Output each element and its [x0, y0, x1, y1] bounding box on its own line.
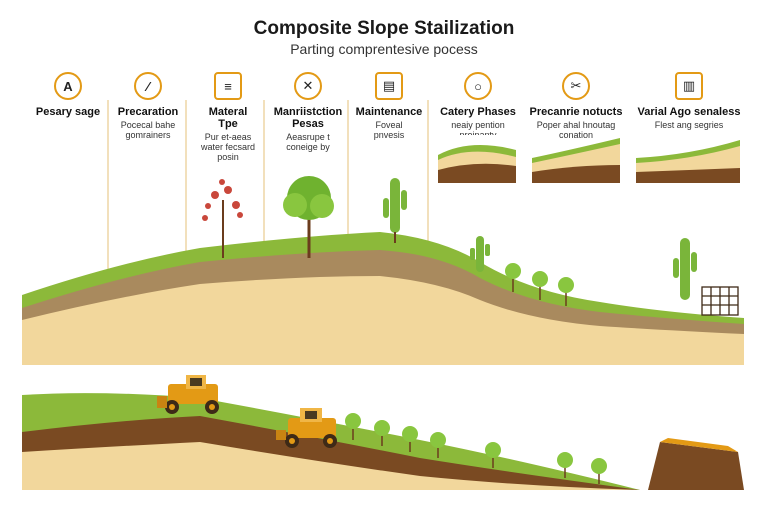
cross-section-thumb-2: [532, 138, 620, 183]
diagram-subtitle: Parting comprentesive pocess: [290, 41, 478, 57]
cross-section-thumb-3: [636, 140, 740, 183]
scissors-icon: ✂: [562, 72, 590, 100]
stage-varial-ago: ▥ Varial Ago senaless Flest ang segries: [630, 72, 748, 130]
columns-icon: ▥: [675, 72, 703, 100]
stage-desc: Aeasrupe t coneige by: [286, 132, 330, 152]
stage-label: Maintenance: [355, 106, 423, 118]
sapling-row: [345, 413, 607, 484]
tool-icon: ⁄: [134, 72, 162, 100]
cactus: [470, 236, 490, 272]
stage-label: Manriistction Pesas: [273, 106, 343, 130]
cactus: [673, 238, 697, 300]
diagram-title: Composite Slope Stailization: [253, 18, 515, 39]
stage-precaration: ⁄ Precaration Pocecal bahe gomrainers: [110, 72, 186, 140]
stage-pesary-sage: A Pesary sage: [28, 72, 108, 120]
stage-label: Materal Tpe: [208, 106, 248, 130]
bulldozer-icon: [157, 375, 219, 414]
stage-desc: Pur et-aeas water fecsard posin: [200, 132, 256, 162]
flowering-tree: [202, 179, 243, 258]
circle-icon: ○: [464, 72, 492, 100]
excavator-icon: [276, 408, 337, 448]
document-icon: ▤: [375, 72, 403, 100]
cross-section-thumb-1: [438, 135, 516, 183]
fence: [701, 286, 739, 316]
round-tree: [283, 176, 334, 258]
stage-label: Varial Ago senaless: [637, 106, 741, 118]
sapling-row: [505, 263, 574, 306]
stage-precanrie-notucts: ✂ Precanrie notucts Poper ahal hnoutag c…: [526, 72, 626, 140]
stage-label: Pesary sage: [35, 106, 101, 118]
upper-slope: [22, 232, 744, 365]
stage-materal-tpe: ≡ Materal Tpe Pur et-aeas water fecsard …: [192, 72, 264, 162]
stage-desc: Poper ahal hnoutag conation: [536, 120, 616, 140]
cactus: [383, 178, 407, 243]
material-icon: ≡: [214, 72, 242, 100]
stage-label: Precanrie notucts: [529, 106, 623, 118]
stage-manriistction: ✕ Manriistction Pesas Aeasrupe t coneige…: [268, 72, 348, 152]
stage-desc: Foveal pnvesis: [373, 120, 405, 140]
stage-label: Catery Phases: [440, 106, 516, 118]
stage-desc: Flest ang segries: [654, 120, 724, 130]
retaining-block: [648, 438, 744, 490]
letter-a-icon: A: [54, 72, 82, 100]
cross-tools-icon: ✕: [294, 72, 322, 100]
stage-desc: Pocecal bahe gomrainers: [120, 120, 176, 140]
stage-maintenance: ▤ Maintenance Foveal pnvesis: [352, 72, 426, 140]
stage-label: Precaration: [117, 106, 179, 118]
